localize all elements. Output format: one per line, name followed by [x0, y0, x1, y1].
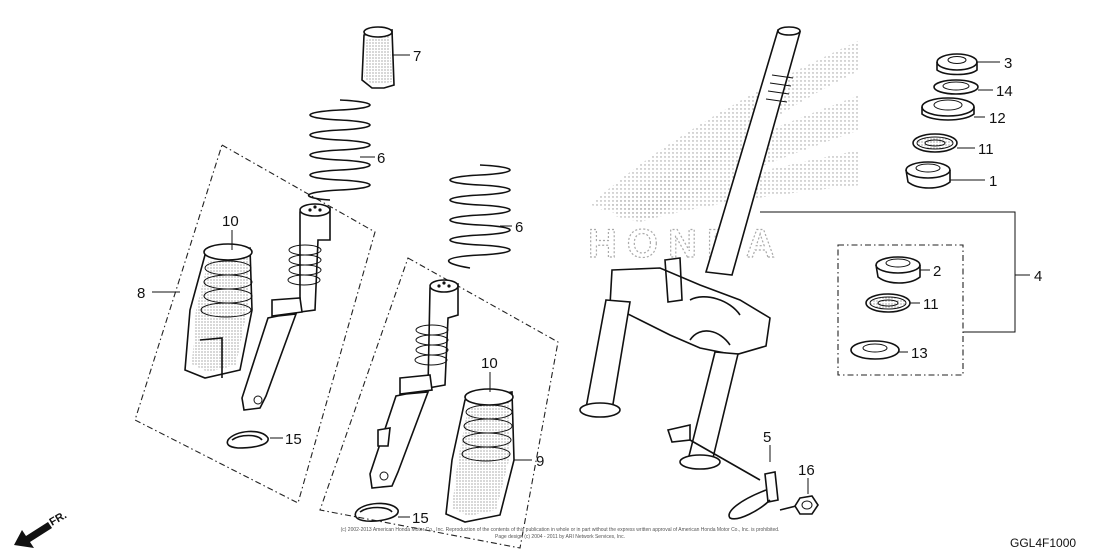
callout-15-left[interactable]: 15	[285, 431, 302, 448]
fork-boot-part-10-left[interactable]	[184, 243, 253, 379]
steel-ball-bearing-part-11-lower[interactable]	[865, 293, 911, 313]
fork-tube-left[interactable]	[241, 203, 331, 411]
callout-8[interactable]: 8	[137, 285, 145, 302]
callout-16[interactable]: 16	[798, 462, 815, 479]
steering-bearing-kit-bracket-4	[760, 211, 1016, 333]
callout-9[interactable]: 9	[536, 453, 544, 470]
front-label: FR.	[48, 509, 69, 528]
copyright-line-1: (c) 2002-2013 American Honda Motor Co., …	[341, 527, 780, 533]
callout-15-right[interactable]: 15	[412, 510, 429, 527]
callout-3[interactable]: 3	[1004, 55, 1012, 72]
copyright-line-2: Page design (c) 2004 - 2011 by ARI Netwo…	[495, 534, 625, 540]
honda-watermark-text: HONDA	[588, 222, 785, 266]
steering-stem-and-crown[interactable]	[579, 26, 802, 470]
callout-2[interactable]: 2	[933, 263, 941, 280]
fork-boot-part-10-right[interactable]	[445, 388, 515, 523]
fork-cap-part-7[interactable]	[361, 26, 395, 89]
callout-12[interactable]: 12	[989, 110, 1006, 127]
callout-13[interactable]: 13	[911, 345, 928, 362]
drawing-code: GGL4F1000	[1010, 536, 1076, 550]
front-arrow-icon	[14, 522, 52, 548]
right-fork-group-outline	[319, 257, 559, 549]
callout-7[interactable]: 7	[413, 48, 421, 65]
retaining-clip-part-15-left[interactable]	[226, 430, 269, 449]
cable-bracket-part-5[interactable]	[689, 439, 779, 520]
lower-bearing-group-outline	[837, 244, 964, 376]
callout-14[interactable]: 14	[996, 83, 1013, 100]
bottom-ball-race-part-2[interactable]	[875, 256, 921, 284]
callout-10-right[interactable]: 10	[481, 355, 498, 372]
callout-labels: 7 6 6 10 8 15 10 9 15 3 14 12 11 1 4 2 1…	[137, 48, 1042, 527]
top-ball-race-part-1[interactable]	[905, 161, 951, 189]
callout-1[interactable]: 1	[989, 173, 997, 190]
callout-11-upper[interactable]: 11	[978, 141, 994, 158]
callout-6-right[interactable]: 6	[515, 219, 523, 236]
callout-10-left[interactable]: 10	[222, 213, 239, 230]
left-fork-group-outline	[134, 144, 376, 504]
steering-stem-nut-part-3[interactable]	[936, 53, 978, 76]
fork-spring-part-6-right[interactable]	[447, 164, 511, 269]
bottom-cone-race-part-13[interactable]	[850, 340, 900, 360]
callout-5[interactable]: 5	[763, 429, 771, 446]
flange-bolt-part-16[interactable]	[779, 495, 819, 515]
callout-6-left[interactable]: 6	[377, 150, 385, 167]
fork-tube-right[interactable]	[369, 279, 459, 489]
fork-spring-part-6-left[interactable]	[307, 99, 371, 201]
retaining-clip-part-15-right[interactable]	[354, 502, 399, 522]
lock-washer-part-14[interactable]	[933, 79, 979, 95]
steel-ball-bearing-part-11-upper[interactable]	[912, 133, 958, 153]
front-direction-indicator: FR.	[14, 509, 69, 548]
callout-4[interactable]: 4	[1034, 268, 1042, 285]
leader-lines	[152, 54, 1000, 518]
top-cone-race-part-12[interactable]	[921, 97, 975, 121]
callout-11-lower[interactable]: 11	[923, 296, 939, 313]
